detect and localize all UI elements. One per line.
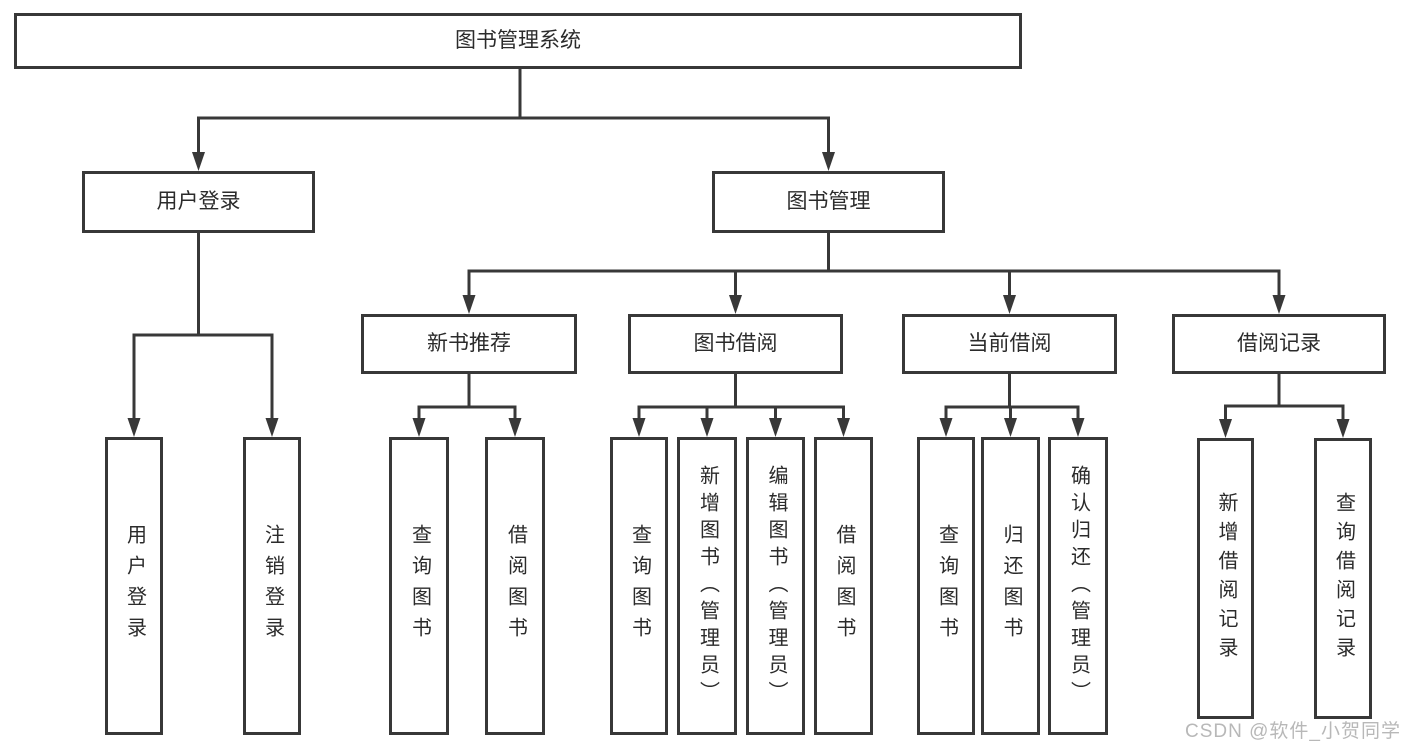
node-user-login: 用户登录 — [82, 171, 315, 233]
leaf-add-borrow-record: 新增借阅记录 — [1197, 438, 1254, 719]
leaf-edit-book-admin: 编辑图书（管理员） — [746, 437, 805, 735]
connector-current-borrow-to-leaves — [944, 372, 1080, 422]
node-book-borrow: 图书借阅 — [628, 314, 843, 374]
connector-book-management-to-level2 — [467, 231, 1281, 299]
leaf-return-book: 归还图书 — [981, 437, 1040, 735]
connector-user-login-to-leaves — [132, 231, 274, 422]
leaf-query-books-current: 查询图书 — [917, 437, 975, 735]
leaf-query-borrow-record: 查询借阅记录 — [1314, 438, 1372, 719]
connector-book-borrow-to-leaves — [637, 372, 845, 422]
watermark: CSDN @软件_小贺同学 — [1185, 721, 1401, 742]
leaf-confirm-return-admin: 确认归还（管理员） — [1048, 437, 1108, 735]
arrowheads — [127, 152, 1350, 438]
node-current-borrow: 当前借阅 — [902, 314, 1117, 374]
leaf-query-books-recommend: 查询图书 — [389, 437, 449, 735]
leaf-borrow-books-recommend: 借阅图书 — [485, 437, 545, 735]
connector-borrow-record-to-leaves — [1224, 372, 1345, 423]
connector-new-book-to-leaves — [417, 372, 517, 422]
leaf-add-book-admin: 新增图书（管理员） — [677, 437, 737, 735]
leaf-borrow-books: 借阅图书 — [814, 437, 873, 735]
leaf-logout-login: 注销登录 — [243, 437, 301, 735]
leaf-user-login: 用户登录 — [105, 437, 163, 735]
leaf-query-books-borrow: 查询图书 — [610, 437, 668, 735]
connector-root-to-level1 — [197, 67, 830, 156]
node-new-book-recommend: 新书推荐 — [361, 314, 577, 374]
node-library-system: 图书管理系统 — [14, 13, 1022, 69]
node-book-management: 图书管理 — [712, 171, 945, 233]
node-borrow-records: 借阅记录 — [1172, 314, 1386, 374]
